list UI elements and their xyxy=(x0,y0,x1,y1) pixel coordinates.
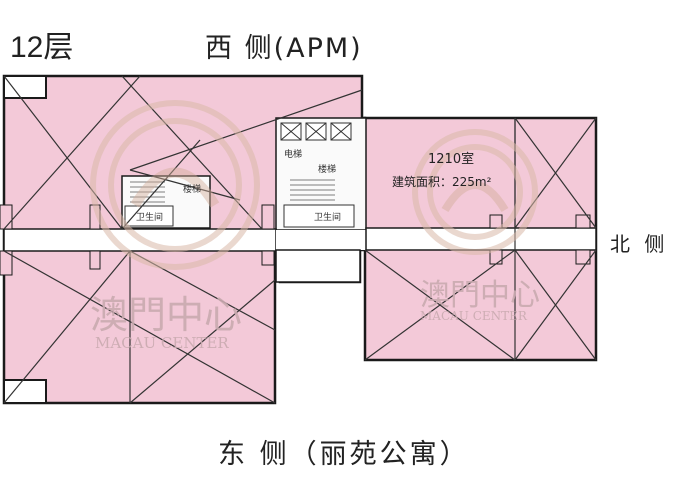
watermark-english-left: MACAU CENTER xyxy=(95,334,229,352)
toilet-left-label: 卫生间 xyxy=(136,211,163,223)
west-side-label: 西 侧(APM) xyxy=(205,33,363,64)
diagonal-lines xyxy=(3,75,597,404)
left-small-core xyxy=(121,175,211,229)
floor-label: 12层 xyxy=(10,31,74,64)
elevator-label: 电梯 xyxy=(284,148,302,160)
unit-number: 1210室 xyxy=(428,151,474,167)
watermark-chinese-right: 澳門中心 xyxy=(420,278,540,313)
column-markers xyxy=(0,204,591,276)
watermark-seal-right xyxy=(412,129,538,255)
stairs-center-label: 楼梯 xyxy=(318,163,336,175)
watermark-english-right: MACAU CENTER xyxy=(420,309,528,323)
sw-corner-box xyxy=(3,379,47,404)
watermark-chinese-left: 澳門中心 xyxy=(90,293,242,337)
stairs-left-label: 楼梯 xyxy=(183,183,201,195)
nw-corner-box xyxy=(3,75,47,99)
east-side-label: 东 侧（丽苑公寓） xyxy=(218,439,470,470)
service-core xyxy=(275,117,367,231)
toilet-center-label: 卫生间 xyxy=(314,211,341,223)
unit-area: 建筑面积：225m² xyxy=(392,174,492,189)
watermark-seal-left xyxy=(90,100,260,270)
north-side-label: 北 侧 xyxy=(610,232,669,256)
